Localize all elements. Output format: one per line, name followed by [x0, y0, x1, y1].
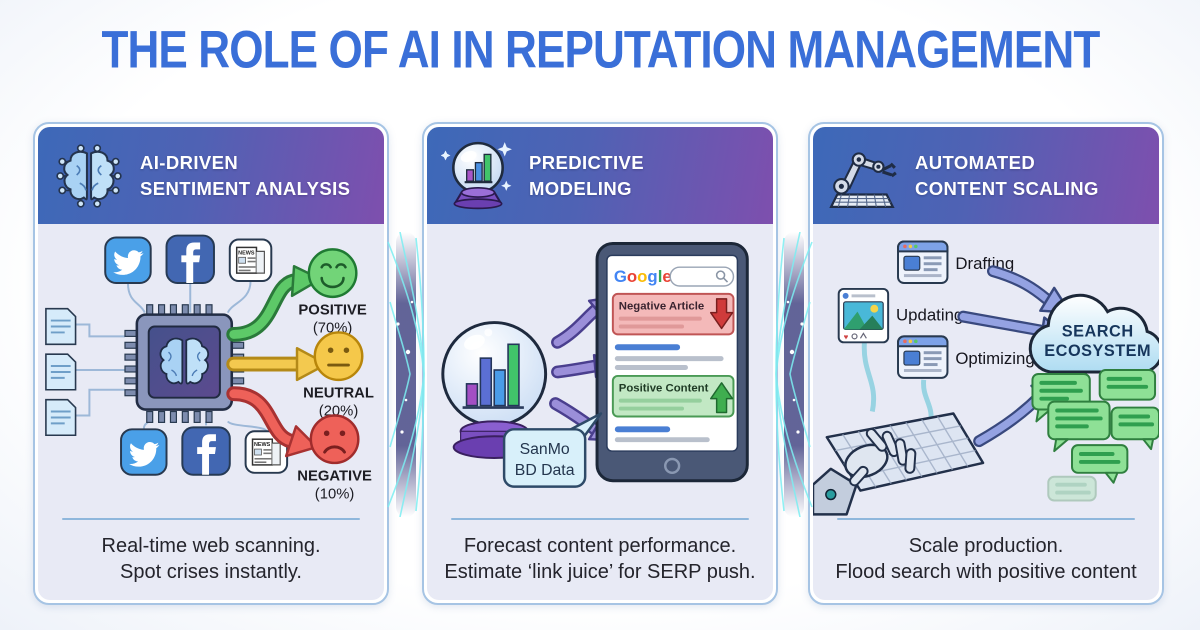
- panel-content-scaling: AUTOMATED CONTENT SCALING Drafti: [808, 122, 1164, 605]
- caption-line2: Flood search with positive content: [835, 561, 1137, 584]
- caption-line1: Real-time web scanning.: [101, 535, 321, 557]
- positive-content-label: Positive Content: [619, 383, 709, 395]
- chip-traces: [75, 280, 268, 433]
- page-title: THE ROLE OF AI IN REPUTATION MANAGEMENT: [101, 20, 1100, 80]
- panel-title-sentiment: AI-DRIVEN SENTIMENT ANALYSIS: [140, 150, 350, 202]
- caption-scaling: Scale production. Flood search with posi…: [813, 516, 1159, 600]
- neutral-label: NEUTRAL: [303, 386, 374, 402]
- caption-sentiment: Real-time web scanning. Spot crises inst…: [38, 516, 384, 600]
- scaling-illustration: Drafting ♥ Updating Optimizing: [813, 224, 1159, 516]
- updating-post-icon: ♥: [837, 287, 890, 344]
- panel-title-scaling: AUTOMATED CONTENT SCALING: [915, 150, 1099, 202]
- svg-text:♥: ♥: [844, 332, 849, 341]
- task-label-updating: Updating: [896, 306, 963, 325]
- panel-header-scaling: AUTOMATED CONTENT SCALING: [813, 127, 1159, 224]
- panel-header-sentiment: AI-DRIVEN SENTIMENT ANALYSIS: [38, 127, 384, 224]
- caption-predictive: Forecast content performance. Estimate ‘…: [427, 516, 773, 600]
- content-bubbles: [1031, 369, 1159, 502]
- robot-hand-keyboard: [813, 412, 985, 516]
- positive-label: POSITIVE: [298, 303, 366, 319]
- bubble-line1: SanMo: [520, 441, 570, 458]
- positive-content-card: Positive Content: [611, 374, 735, 418]
- crystal-ball-icon: [441, 141, 512, 209]
- neutral-face-icon: [313, 331, 364, 382]
- header-line2: MODELING: [529, 177, 632, 199]
- header-line1: PREDICTIVE: [529, 151, 645, 173]
- predictive-illustration: Google Negative Article Positive Co: [427, 224, 773, 516]
- google-logo: Google: [614, 267, 672, 286]
- header-line2: SENTIMENT ANALYSIS: [140, 177, 351, 199]
- header-line1: AI-DRIVEN: [140, 151, 239, 173]
- ai-chip-icon: [124, 304, 245, 423]
- negative-percent: (10%): [315, 487, 355, 503]
- search-ecosystem-cloud: SEARCH ECOSYSTEM: [1028, 293, 1159, 374]
- document-icons: [45, 307, 77, 437]
- data-source-bubble: SanMo BD Data: [502, 412, 603, 488]
- positive-face-icon: [307, 248, 358, 299]
- caption-line1: Forecast content performance.: [463, 535, 737, 557]
- home-button[interactable]: [664, 457, 681, 475]
- caption-line2: Estimate ‘link juice’ for SERP push.: [444, 561, 756, 584]
- negative-label: NEGATIVE: [297, 469, 372, 485]
- drafting-doc-icon: [897, 240, 949, 284]
- brain-network-icon: [56, 143, 122, 208]
- robot-arm-icon: [829, 151, 897, 208]
- negative-face-icon: [309, 414, 360, 465]
- panel-predictive-modeling: PREDICTIVE MODELING: [422, 122, 778, 605]
- divider: [62, 518, 360, 520]
- optimizing-doc-icon: [897, 335, 949, 379]
- panel-title-predictive: PREDICTIVE MODELING: [529, 150, 644, 202]
- header-line2: CONTENT SCALING: [915, 177, 1099, 199]
- divider: [451, 518, 749, 520]
- energy-flow-left: [387, 232, 425, 517]
- sentiment-illustration: NEWS: [38, 224, 384, 516]
- cloud-line2: ECOSYSTEM: [1044, 342, 1151, 360]
- rank-up-arrow-icon: [709, 382, 734, 414]
- cloud-line1: SEARCH: [1062, 322, 1134, 340]
- header-line1: AUTOMATED: [915, 151, 1036, 173]
- rank-down-arrow-icon: [709, 298, 734, 330]
- crystal-ball: [441, 321, 548, 459]
- sentiment-arrows: [226, 264, 328, 458]
- caption-line1: Scale production.: [908, 535, 1064, 557]
- bubble-line2: BD Data: [515, 462, 575, 479]
- divider: [837, 518, 1135, 520]
- panel-sentiment-analysis: AI-DRIVEN SENTIMENT ANALYSIS: [33, 122, 389, 605]
- task-label-optimizing: Optimizing: [955, 349, 1034, 368]
- tablet-serp: Google Negative Article Positive Co: [595, 241, 749, 483]
- negative-article-label: Negative Article: [619, 301, 704, 313]
- search-icon: [715, 270, 729, 283]
- caption-line2: Spot crises instantly.: [120, 561, 302, 584]
- panel-header-predictive: PREDICTIVE MODELING: [427, 127, 773, 224]
- negative-article-card: Negative Article: [611, 292, 735, 336]
